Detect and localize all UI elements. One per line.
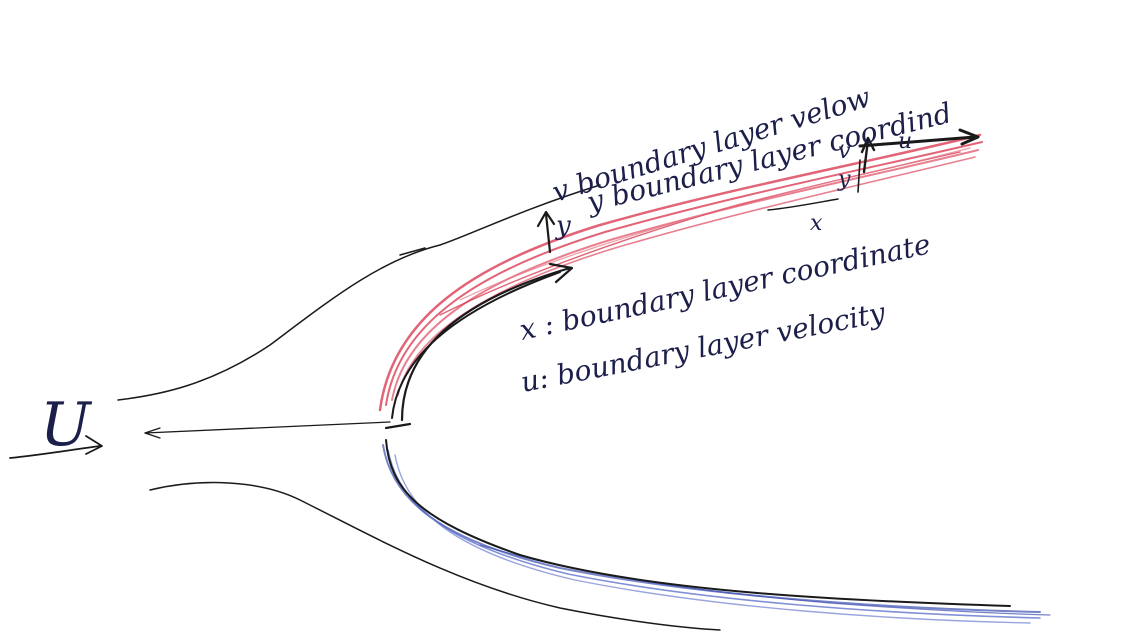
local-y-label: y [837,167,851,192]
streamlines [118,185,720,630]
body-outline [386,272,1010,606]
lower-boundary-layer-stroke [395,455,1030,623]
local-x-label: x [810,211,823,236]
freestream-label: U [40,390,93,460]
lower-boundary-layer-stroke [383,445,1040,612]
stagnation-streamline [145,422,390,433]
local-y-arrow [858,160,860,192]
lower-boundary-layer [383,445,1050,623]
nose-line [386,424,410,428]
lower-surface-line [386,440,1010,606]
y-normal-arrow-label: y [555,211,571,241]
lower-boundary-layer-stroke [388,450,1040,618]
lower-streamline [150,483,720,630]
freestream: U [10,390,102,460]
